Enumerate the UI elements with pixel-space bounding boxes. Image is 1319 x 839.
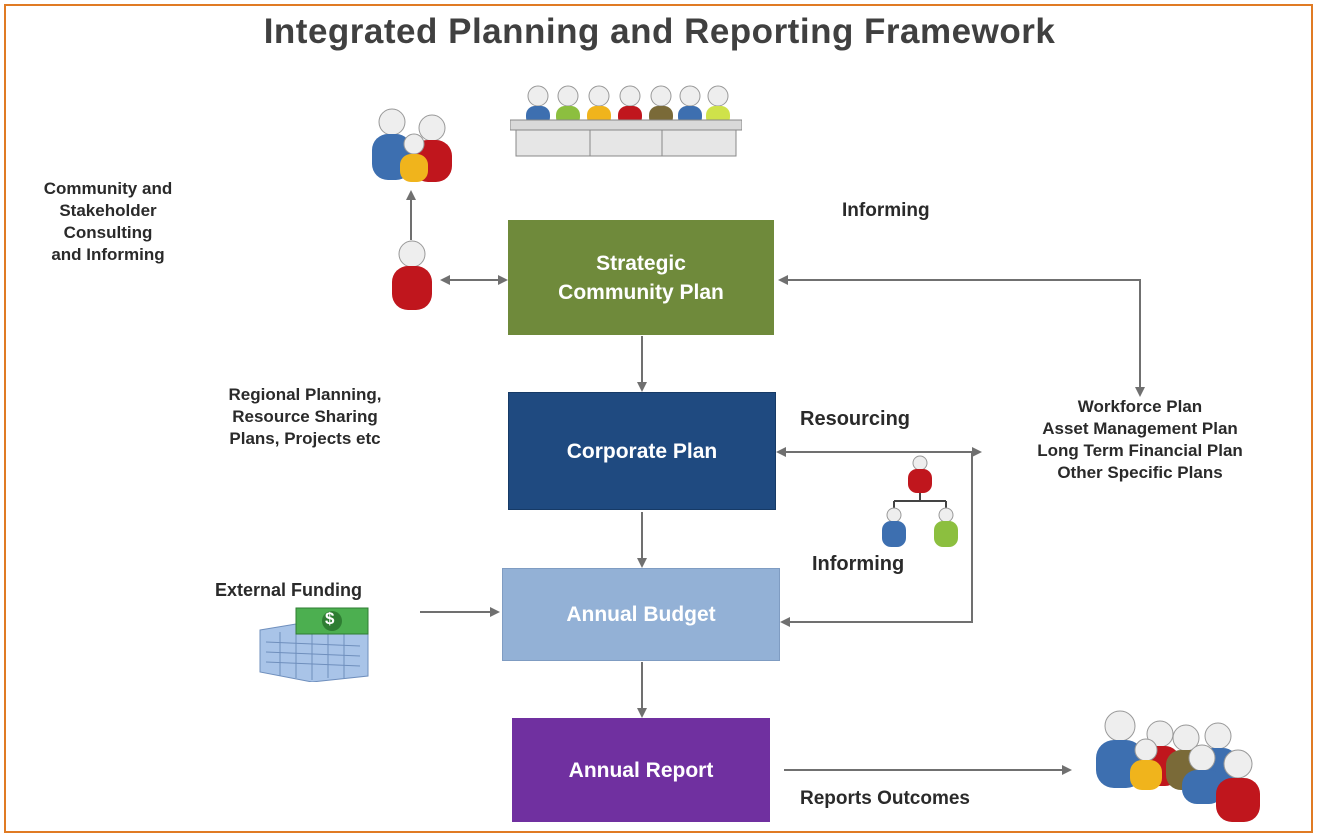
corporate-plan-box: Corporate Plan xyxy=(508,392,776,510)
strategic-community-plan-label: Strategic Community Plan xyxy=(558,251,724,304)
informing-mid-label: Informing xyxy=(812,553,905,575)
community-consulting-label: Community and Stakeholder Consulting and… xyxy=(43,179,173,264)
arrow-plans-budget xyxy=(780,452,973,627)
council-table-icon xyxy=(510,85,742,157)
annual-report-box: Annual Report xyxy=(512,718,770,822)
diagram-frame xyxy=(4,4,1313,833)
org-chart-icon xyxy=(882,455,958,547)
arrow-strategic-plans xyxy=(778,275,1141,395)
resourcing-label: Resourcing xyxy=(800,408,911,430)
corporate-plan-label: Corporate Plan xyxy=(566,439,718,463)
people-group-icon xyxy=(372,108,452,182)
building-funding-icon: $ xyxy=(256,606,374,683)
crowd-icon xyxy=(1096,710,1260,822)
strategic-community-plan-box: Strategic Community Plan xyxy=(508,220,774,335)
annual-report-label: Annual Report xyxy=(568,758,714,782)
person-icon xyxy=(392,240,432,310)
reports-outcomes-label: Reports Outcomes xyxy=(800,788,970,809)
annual-budget-box: Annual Budget xyxy=(502,568,780,661)
external-funding-label: External Funding xyxy=(215,580,363,600)
informing-top-label: Informing xyxy=(842,200,930,221)
annual-budget-label: Annual Budget xyxy=(566,603,716,626)
diagram-title: Integrated Planning and Reporting Framew… xyxy=(263,12,1056,51)
dollar-sign: $ xyxy=(325,609,335,628)
specific-plans-label: Workforce Plan Asset Management Plan Lon… xyxy=(1037,397,1243,482)
regional-planning-label: Regional Planning, Resource Sharing Plan… xyxy=(228,385,382,448)
